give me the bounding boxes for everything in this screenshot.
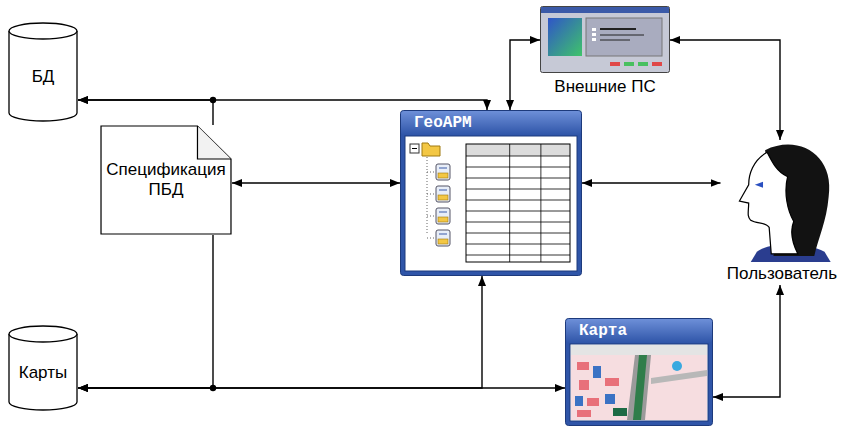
- window-title: ГеоАРМ: [414, 114, 472, 132]
- connector-arrow: [78, 100, 213, 125]
- junction-dot: [210, 385, 216, 391]
- store-label: БД: [32, 67, 55, 87]
- document-label: Спецификация ПБД: [106, 160, 226, 201]
- external-software: Внешние ПС: [540, 6, 670, 98]
- junction-dot: [210, 97, 216, 103]
- user-figure: Пользователь: [721, 140, 844, 285]
- window-title: Карта: [579, 322, 627, 340]
- caption-label: Внешние ПС: [554, 77, 655, 97]
- map-window: Карта: [565, 318, 713, 426]
- text-holder: Карты: [8, 341, 78, 405]
- geoarm-window: ГеоАРМ: [400, 110, 582, 276]
- connector-arrow: [713, 285, 780, 397]
- text-holder: Спецификация ПБД: [100, 125, 232, 235]
- caption-label: Пользователь: [727, 264, 837, 284]
- database-cylinder: БД: [8, 22, 78, 122]
- text-holder: БД: [8, 38, 78, 116]
- connector-arrow: [232, 182, 400, 183]
- connector-arrow: [670, 40, 780, 140]
- connector-arrow: [78, 235, 213, 388]
- connector-arrow: [78, 276, 482, 388]
- connector-arrow: [510, 40, 540, 110]
- geoarm-window-art: [400, 110, 582, 276]
- text-holder: Внешние ПС: [540, 76, 670, 98]
- connector-arrow: [78, 100, 487, 110]
- user-figure-art: [721, 140, 844, 285]
- maps-cylinder: Карты: [8, 325, 78, 411]
- store-label: Карты: [19, 363, 67, 383]
- text-holder: Пользователь: [721, 264, 844, 285]
- connector-arrow: [582, 182, 721, 183]
- specification-document: Спецификация ПБД: [100, 125, 232, 235]
